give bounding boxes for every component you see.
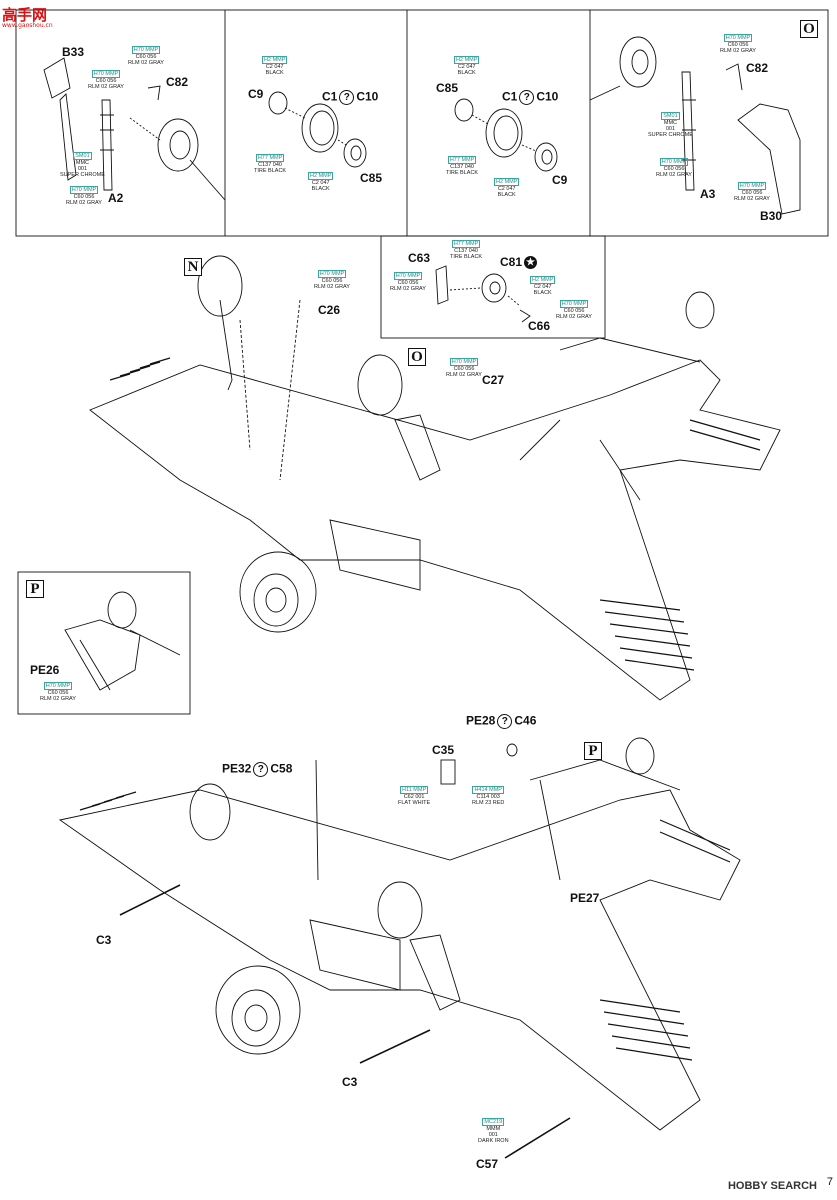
part-label: A2 bbox=[108, 191, 124, 205]
part-label: C1?C10 bbox=[322, 89, 379, 105]
top-mid-wheel-drawing-1 bbox=[268, 91, 367, 168]
part-label: PE28?C46 bbox=[466, 713, 537, 729]
part-label: C82 bbox=[746, 61, 769, 75]
part-label: PE26 bbox=[30, 663, 60, 677]
part-label: PE27 bbox=[570, 891, 600, 905]
top-right-gear-drawing bbox=[589, 36, 801, 215]
tail-wheel-inset-drawing bbox=[435, 265, 531, 323]
aircraft-2-drawing bbox=[58, 737, 741, 1159]
part-label: B33 bbox=[62, 45, 85, 59]
part-label: C9 bbox=[248, 87, 264, 101]
part-label: C66 bbox=[528, 319, 551, 333]
top-left-gear-drawing bbox=[43, 57, 226, 201]
part-label: B30 bbox=[760, 209, 783, 223]
step-letter-box: O bbox=[408, 348, 426, 366]
part-label: C82 bbox=[166, 75, 189, 89]
panel-frame-top bbox=[15, 9, 829, 237]
step-letter-box: P bbox=[26, 580, 44, 598]
step-letter-box: P bbox=[584, 742, 602, 760]
part-label: C26 bbox=[318, 303, 341, 317]
part-label: C3 bbox=[342, 1075, 358, 1089]
part-label: C85 bbox=[436, 81, 459, 95]
top-mid-wheel-drawing-2 bbox=[454, 98, 558, 172]
page-number: 7 bbox=[826, 1176, 833, 1188]
step-letter-box: N bbox=[184, 258, 202, 276]
step-letter-box: O bbox=[800, 20, 818, 38]
part-label: PE32?C58 bbox=[222, 761, 293, 777]
watermark-logo: 高手网 bbox=[2, 6, 48, 24]
part-label: C3 bbox=[96, 933, 112, 947]
watermark-url: www.gaoshou.cn bbox=[2, 22, 53, 29]
hobbysearch-watermark: HOBBY SEARCH bbox=[727, 1180, 817, 1192]
panel-frame-p bbox=[17, 571, 191, 715]
panel-frame-inset-mid bbox=[380, 235, 606, 339]
aircraft-1-drawing bbox=[89, 255, 781, 701]
part-label: A3 bbox=[700, 187, 716, 201]
part-label: C1?C10 bbox=[502, 89, 559, 105]
part-label: C57 bbox=[476, 1157, 499, 1171]
part-label: C63 bbox=[408, 251, 431, 265]
part-label: C85 bbox=[360, 171, 383, 185]
part-label: C27 bbox=[482, 373, 505, 387]
part-label: C9 bbox=[552, 173, 568, 187]
p-inset-drawing bbox=[64, 591, 181, 691]
part-label: C35 bbox=[432, 743, 455, 757]
part-label: C81★ bbox=[500, 256, 538, 270]
